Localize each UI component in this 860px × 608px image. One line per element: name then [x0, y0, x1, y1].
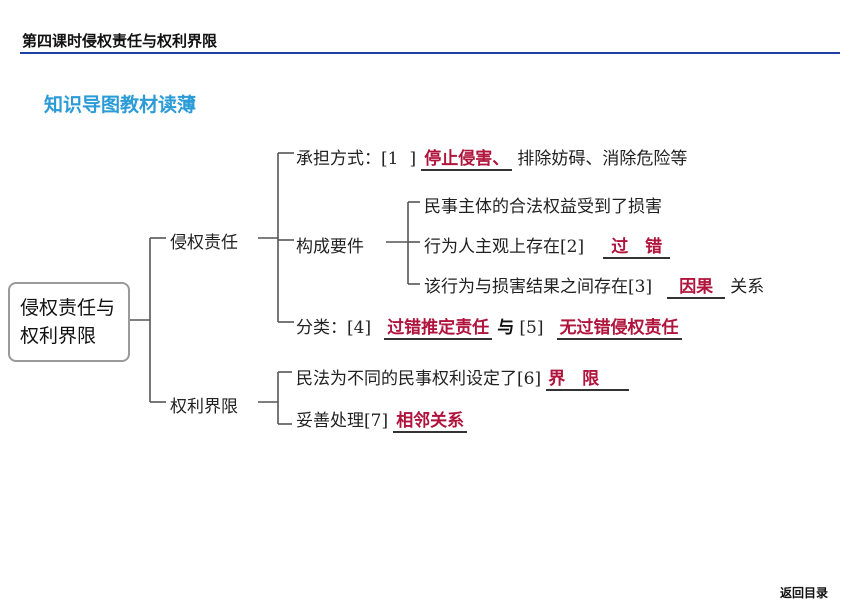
method-suffix: 排除妨碍、消除危险等: [517, 149, 688, 169]
classify-connector: 与: [497, 318, 515, 338]
classify-marker-5: [5]: [519, 318, 544, 338]
liability-method-row: 承担方式：[1 ] 停止侵害、 排除妨碍、消除危险等: [296, 144, 687, 171]
page-title: 第四课时侵权责任与权利界限: [22, 32, 218, 50]
method-bracket-end: ]: [409, 149, 417, 169]
element-item-3-suffix: 关系: [730, 277, 765, 297]
element-item-1: 民事主体的合法权益受到了损害: [424, 197, 662, 217]
answer-4: 过错推定责任: [384, 313, 493, 340]
branch-infringement-liability: 侵权责任: [170, 233, 238, 253]
root-node: 侵权责任与 权利界限: [8, 282, 130, 362]
boundary-item-1: 民法为不同的民事权利设定了[6] 界 限: [296, 364, 630, 391]
classification-row: 分类：[4] 过错推定责任 与 [5] 无过错侵权责任: [296, 313, 682, 340]
element-item-2: 行为人主观上存在[2] 过 错: [424, 232, 671, 259]
boundary-item-2: 妥善处理[7] 相邻关系: [296, 406, 468, 433]
answer-6: 界 限: [546, 364, 630, 391]
root-line-1: 侵权责任与: [20, 297, 116, 319]
back-to-contents-link[interactable]: 返回目录: [779, 586, 828, 600]
boundary-item-1-prefix: 民法为不同的民事权利设定了[6]: [296, 369, 542, 389]
header-divider: [20, 52, 840, 54]
answer-3: 因果: [667, 272, 726, 299]
boundary-item-2-prefix: 妥善处理[7]: [296, 411, 389, 431]
classify-prefix: 分类：[4]: [296, 318, 372, 338]
answer-1: 停止侵害、: [421, 144, 513, 171]
method-prefix: 承担方式：[1: [296, 149, 399, 169]
element-item-3: 该行为与损害结果之间存在[3] 因果 关系: [424, 272, 764, 299]
answer-2: 过 错: [603, 232, 671, 259]
branch-rights-boundary: 权利界限: [170, 397, 238, 417]
answer-5: 无过错侵权责任: [556, 313, 682, 340]
node-constituent-elements: 构成要件: [296, 237, 364, 257]
element-item-3-prefix: 该行为与损害结果之间存在[3]: [424, 277, 653, 297]
answer-7: 相邻关系: [393, 406, 468, 433]
section-title: 知识导图教材读薄: [44, 94, 197, 116]
element-item-2-prefix: 行为人主观上存在[2]: [424, 237, 585, 257]
root-line-2: 权利界限: [20, 325, 97, 347]
